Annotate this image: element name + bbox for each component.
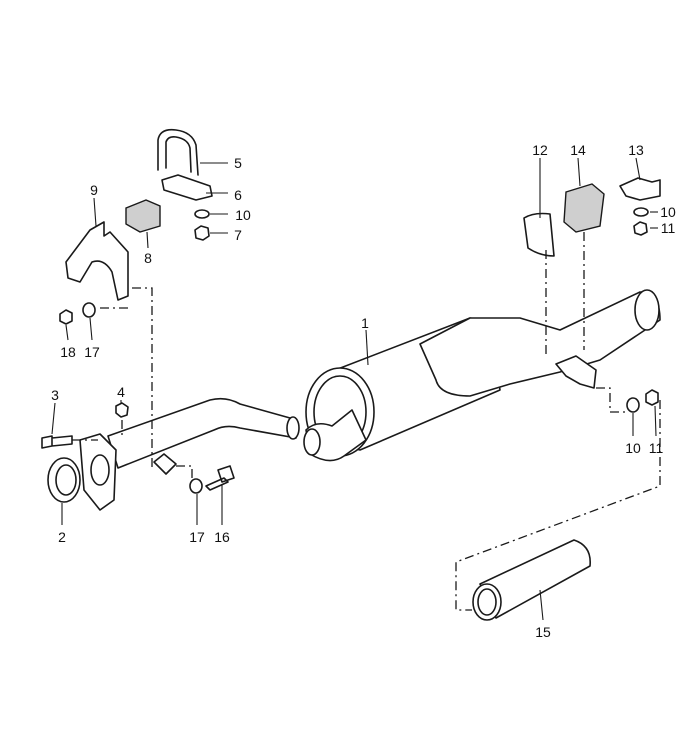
part-front-pipe	[107, 397, 297, 469]
part-nut	[645, 389, 659, 406]
callout-label: 7	[234, 227, 242, 243]
part-rubber-mount	[563, 183, 605, 233]
callout-label: 6	[234, 187, 242, 203]
part-u-bolt	[157, 128, 199, 176]
part-nut	[59, 309, 73, 325]
callout-label: 11	[661, 220, 676, 236]
callout-label: 2	[58, 529, 66, 545]
part-washer	[194, 209, 210, 219]
leader-lines	[51, 157, 658, 621]
callout-label: 15	[535, 624, 551, 640]
callout-label: 13	[628, 142, 644, 158]
assembly-guide-lines	[72, 232, 661, 611]
callout-label: 4	[117, 384, 125, 400]
part-rubber-bushing	[523, 212, 555, 257]
part-tail-pipe	[472, 539, 591, 621]
callout-label: 11	[649, 440, 664, 456]
part-washer	[626, 397, 640, 413]
callout-label: 17	[189, 529, 205, 545]
part-washer	[633, 207, 649, 217]
callout-label: 9	[90, 182, 98, 198]
part-hanger-bracket	[65, 221, 129, 301]
part-washer	[82, 302, 96, 318]
part-nut	[633, 221, 648, 236]
callout-label: 12	[532, 142, 548, 158]
callout-label: 3	[51, 387, 59, 403]
callout-label: 5	[234, 155, 242, 171]
part-clamp-bracket	[161, 174, 213, 201]
part-bolt	[205, 465, 235, 491]
part-bolt	[41, 435, 73, 449]
part-nut	[115, 402, 129, 418]
part-clamp	[555, 355, 597, 389]
part-hanger-bracket	[619, 177, 661, 201]
part-rear-muffler	[419, 289, 661, 397]
callout-label: 10	[235, 207, 251, 223]
part-rubber-mount	[125, 199, 161, 233]
part-washer	[189, 478, 203, 494]
part-nut	[194, 225, 210, 241]
callout-label: 10	[625, 440, 641, 456]
callout-label: 17	[84, 344, 100, 360]
callout-label: 1	[361, 315, 369, 331]
callout-label: 10	[660, 204, 676, 220]
callout-label: 16	[214, 529, 230, 545]
callout-label: 8	[144, 250, 152, 266]
part-pipe-bracket	[153, 453, 177, 475]
callout-label: 18	[60, 344, 76, 360]
callout-label: 14	[570, 142, 586, 158]
